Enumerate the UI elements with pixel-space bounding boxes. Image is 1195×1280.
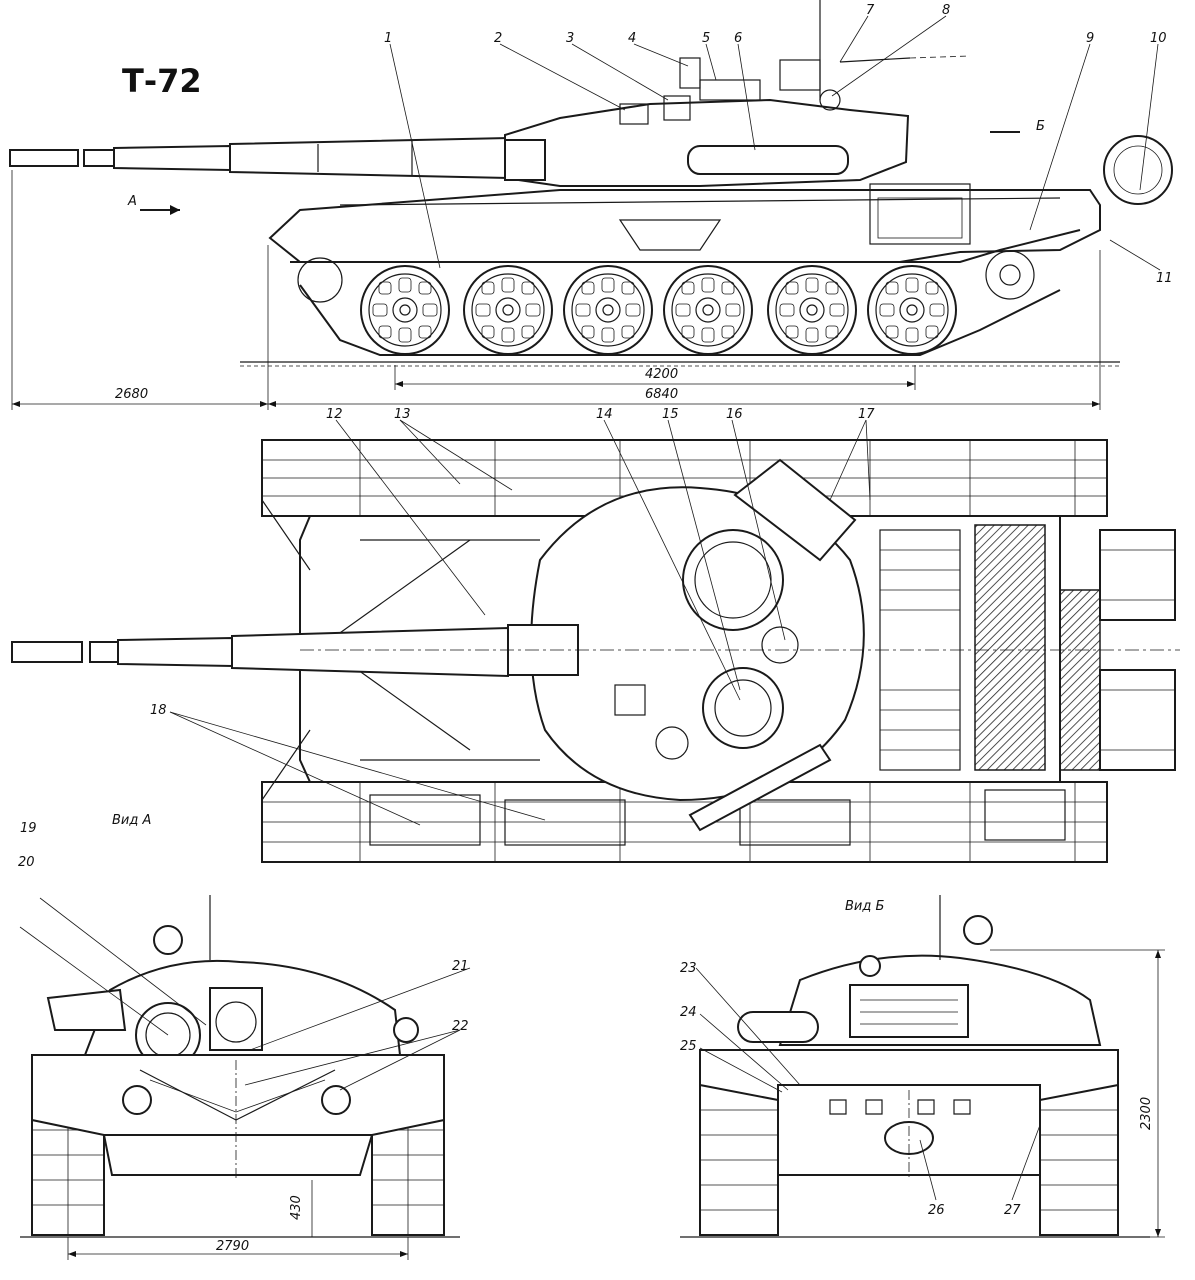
dim-height: 2300 (1139, 1097, 1154, 1130)
arrow-b-label: Б (1036, 119, 1045, 134)
callout-1: 1 (384, 31, 392, 46)
dim-hull-length: 6840 (645, 387, 678, 402)
top-gun-barrel (11, 626, 509, 678)
callout-7: 7 (866, 3, 875, 18)
roadwheel-set (360, 265, 957, 355)
callout-21: 21 (452, 959, 469, 974)
dim-track-width: 2790 (216, 1239, 249, 1254)
callout-9: 9 (1086, 31, 1094, 46)
callout-13: 13 (394, 407, 411, 422)
callout-20: 20 (18, 855, 35, 870)
callout-5: 5 (702, 31, 710, 46)
arrow-a-label: А (127, 194, 137, 209)
callout-15: 15 (662, 407, 679, 422)
callout-17: 17 (858, 407, 875, 422)
rear-view: 2300 (680, 895, 1165, 1238)
drawing-title: Т-72 (122, 62, 202, 100)
leader-lines (19, 15, 1161, 1201)
side-dimensions: 2680 4200 6840 (11, 170, 1101, 410)
view-b-label: Вид Б (845, 899, 884, 914)
callout-24: 24 (680, 1005, 697, 1020)
callout-6: 6 (734, 31, 742, 46)
callout-4: 4 (628, 31, 636, 46)
callout-25: 25 (680, 1039, 697, 1054)
callout-26: 26 (928, 1203, 945, 1218)
callout-12: 12 (326, 407, 343, 422)
callout-19: 19 (20, 821, 37, 836)
callout-10: 10 (1150, 31, 1167, 46)
dim-ground-clearance: 430 (289, 1195, 304, 1220)
callout-22: 22 (452, 1019, 469, 1034)
callout-14: 14 (596, 407, 613, 422)
view-a-label: Вид А (112, 813, 151, 828)
callout-18: 18 (150, 703, 167, 718)
front-view: 2790 430 (20, 895, 460, 1260)
dim-track-contact: 4200 (645, 367, 678, 382)
callout-2: 2 (494, 31, 502, 46)
side-gun-barrel (9, 136, 511, 180)
top-view (11, 439, 1180, 863)
side-hull (268, 189, 1101, 263)
callout-27: 27 (1004, 1203, 1021, 1218)
side-view: А Б (9, 0, 1173, 367)
dim-front-overhang: 2680 (115, 387, 148, 402)
callout-numbers: 1 2 3 4 5 6 7 8 9 10 11 12 13 14 15 16 1… (18, 3, 1173, 1218)
callout-3: 3 (566, 31, 574, 46)
callout-11: 11 (1156, 271, 1173, 286)
callout-8: 8 (942, 3, 950, 18)
callout-23: 23 (680, 961, 697, 976)
callout-16: 16 (726, 407, 743, 422)
